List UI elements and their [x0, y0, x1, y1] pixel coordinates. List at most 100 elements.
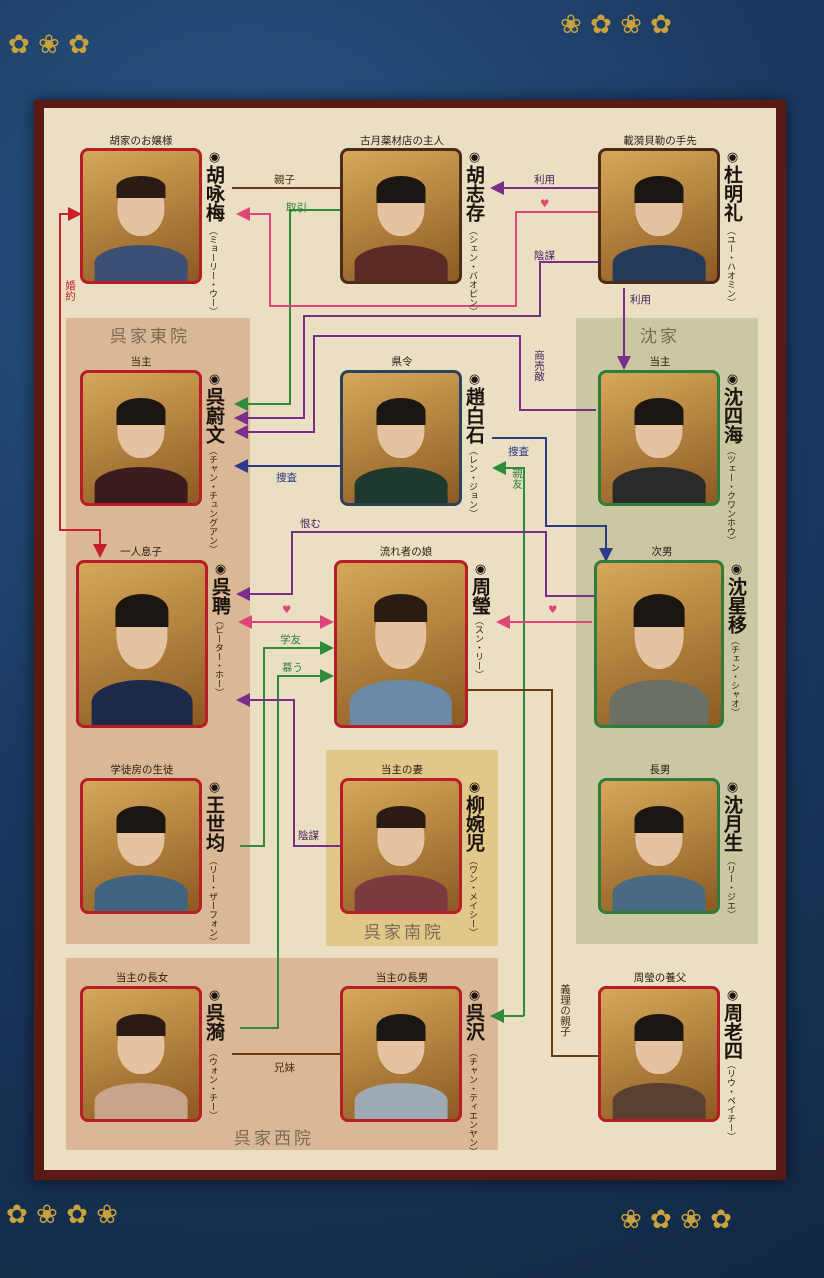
- name-shen-yuesheng: ◉沈月生: [721, 780, 743, 852]
- label-grudge: 恨む: [300, 518, 321, 530]
- label-admire: 慕う: [282, 662, 303, 674]
- role-shen-xingyi: 次男: [651, 546, 673, 558]
- role-zhao-baishi: 県令: [391, 356, 413, 368]
- reading-wang-shijun: （リー・ザーフォン）: [207, 856, 217, 946]
- reading-liu-wan-er: （ワン・メイシー）: [467, 856, 477, 937]
- name-wu-pin: ◉呉聘: [209, 562, 231, 615]
- role-du-mingli: 載漪貝勒の手先: [623, 135, 697, 147]
- figure-zhou-laosi: [612, 1007, 706, 1119]
- name-du-mingli: ◉杜明礼: [721, 150, 743, 222]
- label-trade: 取引: [286, 202, 307, 214]
- reading-wu-ze: （チャン・ティエンヤン）: [467, 1048, 477, 1156]
- zone-south-label: 呉家南院: [364, 923, 444, 943]
- reading-zhou-laosi: （リウ・ペイチー）: [725, 1060, 735, 1141]
- figure-hu-zhicun: [354, 169, 448, 281]
- label-heart-wu: ♥: [282, 604, 292, 616]
- name-liu-wan-er: ◉柳婉児: [463, 780, 485, 852]
- label-investigate-2: 捜査: [508, 446, 529, 458]
- role-wu-ze: 当主の長男: [375, 972, 429, 984]
- portrait-wang-shijun[interactable]: [80, 778, 202, 914]
- portrait-du-mingli[interactable]: [598, 148, 720, 284]
- figure-wu-yi: [94, 1007, 188, 1119]
- name-wu-ze: ◉呉沢: [463, 988, 485, 1041]
- label-rival: 商売敵: [533, 350, 545, 382]
- figure-du-mingli: [612, 169, 706, 281]
- role-wang-shijun: 学徒房の生徒: [110, 764, 174, 776]
- label-foster: 義理の親子: [559, 984, 571, 1037]
- label-parent-child: 親子: [274, 174, 295, 186]
- label-heart-du: ♥: [540, 198, 550, 210]
- portrait-zhao-baishi[interactable]: [340, 370, 462, 506]
- role-wu-weiwen: 当主: [130, 356, 152, 368]
- label-classmate: 学友: [280, 634, 301, 646]
- portrait-wu-ze[interactable]: [340, 986, 462, 1122]
- reading-zhou-ying: （スン・リー）: [473, 616, 483, 679]
- figure-wang-shijun: [94, 799, 188, 911]
- label-use: 利用: [534, 174, 555, 186]
- name-shen-sihai: ◉沈四海: [721, 372, 743, 444]
- blossom-bottom-right: ❀ ✿ ❀ ✿: [620, 1205, 732, 1235]
- role-shen-yuesheng: 長男: [649, 764, 671, 776]
- figure-shen-sihai: [612, 391, 706, 503]
- blossom-bottom-left: ✿ ❀ ✿ ❀: [6, 1200, 118, 1230]
- portrait-hu-yongmei[interactable]: [80, 148, 202, 284]
- role-liu-wan-er: 当主の妻: [381, 764, 423, 776]
- label-heart-shen: ♥: [548, 604, 558, 616]
- reading-shen-xingyi: （チェン・シャオ）: [729, 636, 739, 717]
- name-zhou-ying: ◉周瑩: [469, 562, 491, 615]
- role-hu-yongmei: 胡家のお嬢様: [109, 135, 173, 147]
- portrait-zhou-ying[interactable]: [334, 560, 468, 728]
- reading-wu-weiwen: （チャン・チュングアン）: [207, 446, 217, 554]
- label-plot-2: 陰謀: [298, 830, 319, 842]
- portrait-shen-xingyi[interactable]: [594, 560, 724, 728]
- label-friend: 親友: [511, 468, 523, 489]
- zone-west-label: 呉家西院: [234, 1129, 314, 1149]
- portrait-wu-weiwen[interactable]: [80, 370, 202, 506]
- reading-wu-pin: （ピーター・ホー）: [213, 616, 223, 697]
- reading-hu-zhicun: （シェン・バオピン）: [467, 226, 477, 316]
- portrait-wu-pin[interactable]: [76, 560, 208, 728]
- portrait-shen-sihai[interactable]: [598, 370, 720, 506]
- role-wu-yi: 当主の長女: [115, 972, 169, 984]
- role-zhou-ying: 流れ者の娘: [379, 546, 433, 558]
- reading-zhao-baishi: （レン・ジョン）: [467, 446, 477, 518]
- portrait-wu-yi[interactable]: [80, 986, 202, 1122]
- blossom-top-left: ✿ ❀ ✿: [8, 30, 90, 60]
- label-use-2: 利用: [630, 294, 651, 306]
- figure-zhou-ying: [349, 586, 453, 725]
- figure-zhao-baishi: [354, 391, 448, 503]
- name-shen-xingyi: ◉沈星移: [725, 562, 747, 634]
- role-zhou-laosi: 周瑩の養父: [633, 972, 687, 984]
- label-siblings: 兄妹: [274, 1062, 295, 1074]
- blossom-top-right: ❀ ✿ ❀ ✿: [560, 10, 672, 40]
- zone-shen-label: 沈家: [640, 327, 680, 347]
- name-wu-weiwen: ◉呉蔚文: [203, 372, 225, 444]
- reading-shen-sihai: （ツェー・クワンホウ）: [725, 446, 735, 545]
- figure-wu-ze: [354, 1007, 448, 1119]
- reading-shen-yuesheng: （リー・ジエ）: [725, 856, 735, 919]
- portrait-zhou-laosi[interactable]: [598, 986, 720, 1122]
- portrait-shen-yuesheng[interactable]: [598, 778, 720, 914]
- figure-shen-xingyi: [609, 586, 709, 725]
- name-hu-yongmei: ◉胡咏梅: [203, 150, 225, 222]
- name-wang-shijun: ◉王世均: [203, 780, 225, 852]
- reading-wu-yi: （ウォン・チー）: [207, 1048, 217, 1120]
- name-zhou-laosi: ◉周老四: [721, 988, 743, 1060]
- reading-du-mingli: （ユー・ハオミン）: [725, 226, 735, 307]
- name-zhao-baishi: ◉趙白石: [463, 372, 485, 444]
- label-engaged: 婚約: [64, 280, 76, 301]
- zone-east-label: 呉家東院: [110, 327, 190, 347]
- figure-wu-weiwen: [94, 391, 188, 503]
- portrait-hu-zhicun[interactable]: [340, 148, 462, 284]
- label-investigate-1: 捜査: [276, 472, 297, 484]
- name-wu-yi: ◉呉漪: [203, 988, 225, 1041]
- figure-wu-pin: [91, 586, 193, 725]
- portrait-liu-wan-er[interactable]: [340, 778, 462, 914]
- reading-hu-yongmei: （ミョーリー・ウー）: [207, 226, 217, 316]
- figure-shen-yuesheng: [612, 799, 706, 911]
- role-hu-zhicun: 古月薬材店の主人: [360, 135, 444, 147]
- role-wu-pin: 一人息子: [120, 546, 162, 558]
- role-shen-sihai: 当主: [649, 356, 671, 368]
- name-hu-zhicun: ◉胡志存: [463, 150, 485, 222]
